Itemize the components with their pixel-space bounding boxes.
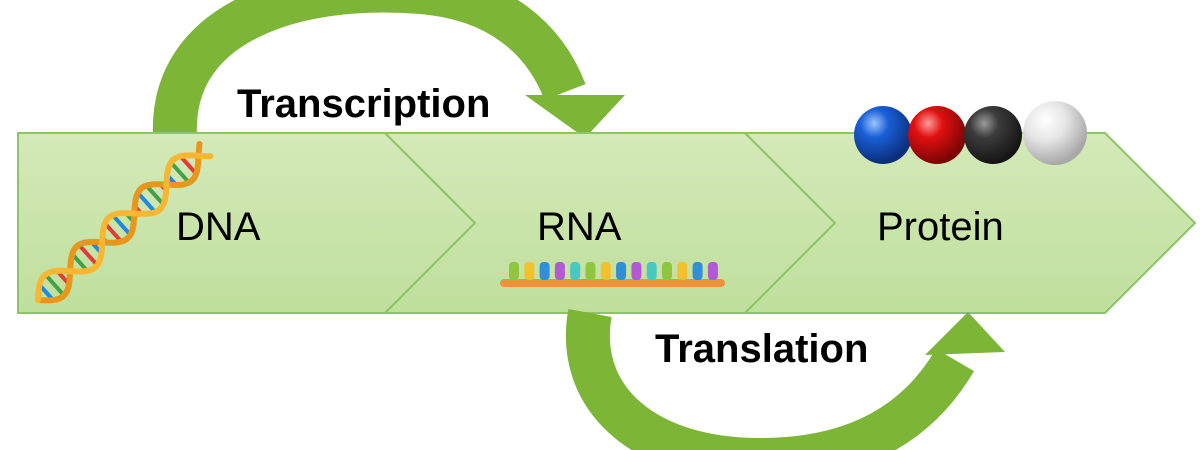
step-label-dna: DNA <box>176 205 261 249</box>
rna-base <box>524 262 535 280</box>
chevron-protein <box>742 132 1197 314</box>
dna-base-pair <box>110 213 133 237</box>
rna-base <box>554 262 565 280</box>
dna-helix-icon <box>35 140 214 304</box>
rna-base <box>509 262 519 280</box>
process-label-translation: Translation <box>655 327 868 371</box>
dna-base-pair <box>43 272 66 298</box>
rna-base <box>662 262 672 280</box>
rna-base <box>539 262 550 280</box>
dna-base-pair <box>70 252 90 273</box>
rna-base <box>646 262 657 280</box>
translation-arrowhead <box>925 312 1005 355</box>
dna-base-pair <box>178 154 199 176</box>
dna-strand-1 <box>35 140 203 304</box>
rna-strand-icon <box>500 262 725 287</box>
dna-base-pair <box>135 190 158 215</box>
rna-base <box>631 262 642 280</box>
rna-base <box>570 262 581 280</box>
bead-red <box>908 106 966 164</box>
bead-black <box>964 106 1022 164</box>
rna-base <box>616 262 627 280</box>
step-label-protein: Protein <box>877 205 1004 249</box>
rna-base <box>692 262 703 280</box>
rna-base <box>600 262 611 280</box>
step-label-rna: RNA <box>537 205 622 249</box>
process-chevrons <box>17 132 1197 314</box>
process-label-transcription: Transcription <box>237 82 490 126</box>
rna-backbone <box>500 279 725 287</box>
bead-blue <box>854 106 912 164</box>
dna-base-pair <box>144 183 166 207</box>
rna-base <box>677 262 688 280</box>
bead-white <box>1023 101 1087 165</box>
dna-base-pair <box>76 242 100 268</box>
protein-beads-icon <box>854 101 1087 165</box>
dna-strand-2 <box>35 152 214 303</box>
transcription-arrowhead <box>525 95 625 138</box>
rna-base <box>707 262 718 280</box>
rna-base <box>585 262 596 280</box>
transcription-arrow <box>152 0 625 138</box>
translation-arrow <box>565 309 1005 450</box>
dna-base-pair <box>103 221 124 244</box>
dna-base-pair <box>168 160 191 185</box>
